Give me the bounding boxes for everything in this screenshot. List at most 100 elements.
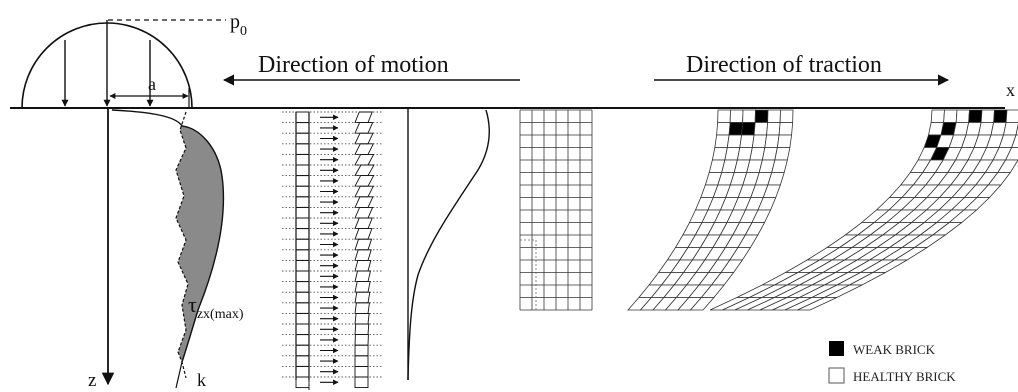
brick <box>295 228 310 240</box>
sheared-brick <box>354 206 374 219</box>
z-axis-label: z <box>88 370 96 391</box>
traction-profile-curve <box>407 109 490 381</box>
sheared-brick <box>354 132 374 145</box>
k-label: k <box>197 370 206 390</box>
brick <box>295 344 310 357</box>
contact-half-width-label: a <box>148 74 156 94</box>
sheared-brick <box>354 323 370 336</box>
weak-brick <box>968 109 983 123</box>
healthy-brick <box>1004 147 1018 161</box>
sheared-brick <box>354 259 372 272</box>
healthy-brick <box>742 109 756 123</box>
healthy-brick <box>771 159 788 173</box>
sheared-brick <box>354 185 375 198</box>
sheared-brick <box>354 111 373 124</box>
healthy-brick <box>716 122 731 136</box>
healthy-brick <box>729 109 744 123</box>
shear-strain-column <box>282 111 382 392</box>
healthy-brick-legend-label: HEALTHY BRICK <box>853 369 956 384</box>
brick <box>295 355 310 367</box>
healthy-brick <box>764 134 780 148</box>
healthy-brick <box>726 134 743 148</box>
weak-brick <box>754 109 769 123</box>
brick <box>295 143 310 155</box>
healthy-brick <box>751 134 768 148</box>
brick <box>295 132 310 145</box>
sheared-brick <box>354 291 371 304</box>
healthy-brick <box>689 297 715 311</box>
healthy-brick <box>753 122 769 136</box>
healthy-brick <box>797 297 838 311</box>
sheared-brick <box>354 376 369 389</box>
healthy-brick <box>1005 109 1018 123</box>
healthy-brick <box>778 122 794 136</box>
healthy-brick <box>776 134 793 148</box>
sheared-brick <box>354 365 369 378</box>
brick <box>295 217 310 230</box>
sheared-brick <box>354 249 372 261</box>
healthy-brick <box>955 109 970 123</box>
sheared-brick <box>354 228 373 240</box>
x-axis-label: x <box>1006 80 1015 100</box>
deformed-brick-grid-small <box>627 109 794 311</box>
direction-of-traction-label: Direction of traction <box>686 52 882 78</box>
brick <box>295 185 310 198</box>
brick <box>295 376 310 389</box>
sheared-brick <box>354 164 375 177</box>
brick <box>295 312 310 325</box>
healthy-brick <box>980 109 995 123</box>
sheared-brick <box>354 217 373 230</box>
tau-max-label: τzx(max) <box>188 292 244 322</box>
brick <box>295 323 310 336</box>
weak-brick-legend-label: WEAK BRICK <box>853 342 936 357</box>
undeformed-brick-grid <box>519 109 593 311</box>
weak-brick <box>993 109 1008 123</box>
brick <box>295 270 310 283</box>
sheared-brick <box>354 355 369 367</box>
brick <box>295 238 310 251</box>
healthy-brick <box>739 134 755 148</box>
brick <box>295 175 310 187</box>
brick <box>295 153 310 166</box>
sheared-brick <box>354 143 375 155</box>
brick <box>295 111 310 124</box>
brick <box>295 281 310 293</box>
sheared-brick <box>354 270 372 283</box>
sheared-brick <box>354 175 375 187</box>
sheared-brick <box>354 196 374 208</box>
healthy-brick <box>1011 134 1018 148</box>
healthy-brick <box>766 122 781 136</box>
sheared-brick <box>354 302 370 314</box>
brick <box>295 302 310 314</box>
deformed-brick-grid-large <box>709 109 1018 311</box>
brick <box>295 196 310 208</box>
healthy-brick <box>774 147 791 161</box>
p0-label: p0 <box>230 11 247 39</box>
healthy-brick <box>930 109 945 123</box>
healthy-brick <box>767 109 781 123</box>
healthy-brick <box>714 134 730 148</box>
healthy-brick <box>717 109 731 123</box>
healthy-brick <box>943 109 958 123</box>
shear-stress-curve <box>111 109 225 363</box>
weak-brick <box>741 122 756 136</box>
dotted-brick <box>519 239 537 311</box>
weak-brick-legend-swatch <box>829 341 844 356</box>
brick <box>295 291 310 304</box>
k-leader-line <box>175 361 183 389</box>
healthy-brick-legend-swatch <box>828 367 845 384</box>
brick <box>295 122 310 134</box>
sheared-brick <box>354 238 373 251</box>
sheared-brick <box>354 153 375 166</box>
brick <box>295 259 310 272</box>
brick <box>295 365 310 378</box>
yield-k-line <box>175 111 189 379</box>
healthy-brick <box>1003 122 1018 136</box>
brick <box>295 206 310 219</box>
sheared-brick <box>354 281 371 293</box>
sheared-brick <box>354 334 369 346</box>
brick <box>295 249 310 261</box>
direction-of-motion-label: Direction of motion <box>258 52 449 78</box>
